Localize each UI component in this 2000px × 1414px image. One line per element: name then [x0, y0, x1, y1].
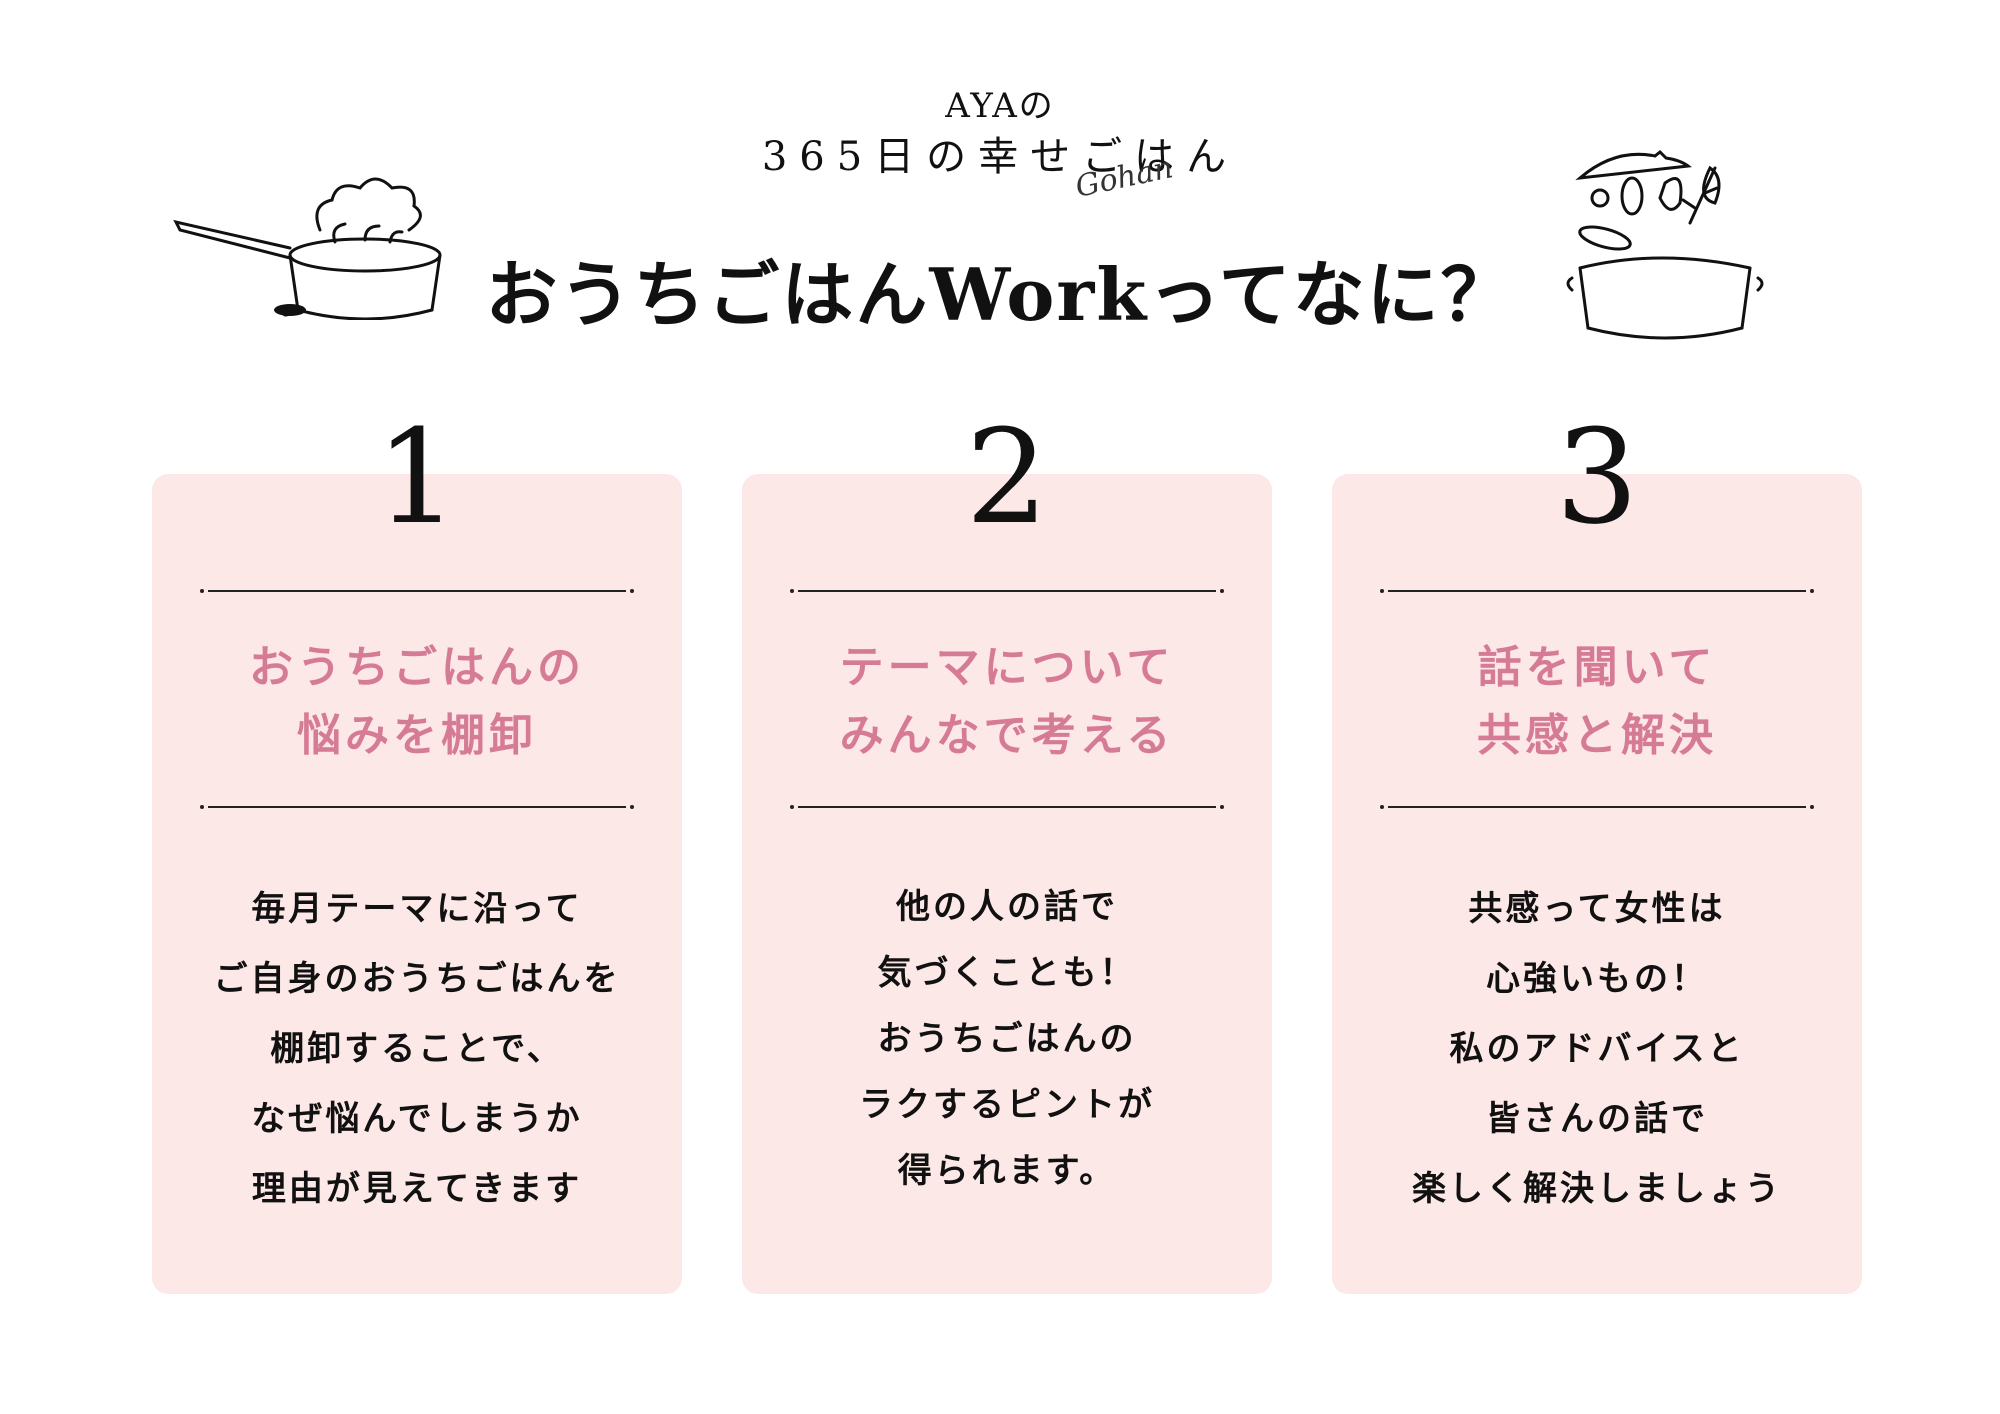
body-line: 得られます。 — [897, 1151, 1117, 1191]
step-card-2: テーマについて みんなで考える 他の人の話で 気づくことも！ おうちごはんの ラ… — [742, 474, 1272, 1294]
divider-top — [1380, 589, 1814, 593]
card-body: 共感って女性は 心強いもの！ 私のアドバイスと 皆さんの話で 楽しく解決しましょ… — [1332, 874, 1862, 1224]
divider-bottom — [200, 805, 634, 809]
divider-top — [200, 589, 634, 593]
body-line: 他の人の話で — [896, 887, 1118, 927]
body-line: おうちごはんの — [877, 1019, 1137, 1059]
card-heading: テーマについて みんなで考える — [742, 634, 1272, 770]
card-heading: おうちごはんの 悩みを棚卸 — [152, 634, 682, 770]
divider-top — [790, 589, 1224, 593]
saucepan-illustration — [173, 177, 442, 320]
body-line: 棚卸することで、 — [270, 1029, 564, 1069]
body-line: 心強いもの！ — [1486, 959, 1708, 999]
body-line: 理由が見えてきます — [251, 1169, 583, 1209]
body-line: 皆さんの話で — [1486, 1099, 1708, 1139]
body-line: 気づくことも！ — [877, 953, 1137, 993]
card-heading-line2: 共感と解決 — [1477, 710, 1717, 761]
card-body: 他の人の話で 気づくことも！ おうちごはんの ラクするピントが 得られます。 — [742, 874, 1272, 1204]
card-heading: 話を聞いて 共感と解決 — [1332, 634, 1862, 770]
brand-title-line2: 365日の幸せごはん — [761, 134, 1239, 180]
card-heading-line1: おうちごはんの — [249, 642, 585, 693]
divider-bottom — [790, 805, 1224, 809]
body-line: ラクするピントが — [859, 1085, 1155, 1125]
card-heading-line1: 話を聞いて — [1477, 642, 1717, 693]
body-line: 私のアドバイスと — [1449, 1029, 1745, 1069]
stockpot-with-vegetables-illustration — [1566, 149, 1764, 340]
body-line: 楽しく解決しましょう — [1412, 1169, 1782, 1209]
step-number-1: 1 — [375, 401, 459, 553]
body-line: なぜ悩んでしまうか — [251, 1099, 583, 1139]
body-line: 毎月テーマに沿って — [251, 889, 583, 929]
step-number-2: 2 — [965, 401, 1049, 553]
divider-bottom — [1380, 805, 1814, 809]
brand-title-line1: AYAの — [945, 86, 1055, 126]
step-number-3: 3 — [1555, 401, 1639, 553]
body-line: 共感って女性は — [1468, 889, 1726, 929]
card-heading-line2: みんなで考える — [839, 710, 1175, 761]
card-body: 毎月テーマに沿って ご自身のおうちごはんを 棚卸することで、 なぜ悩んでしまうか… — [152, 874, 682, 1224]
step-card-1: おうちごはんの 悩みを棚卸 毎月テーマに沿って ご自身のおうちごはんを 棚卸する… — [152, 474, 682, 1294]
body-line: ご自身のおうちごはんを — [213, 959, 621, 999]
card-heading-line1: テーマについて — [839, 642, 1175, 693]
main-title: おうちごはんWorkってなに？ — [485, 252, 1515, 337]
step-card-3: 話を聞いて 共感と解決 共感って女性は 心強いもの！ 私のアドバイスと 皆さんの… — [1332, 474, 1862, 1294]
card-heading-line2: 悩みを棚卸 — [297, 710, 537, 761]
